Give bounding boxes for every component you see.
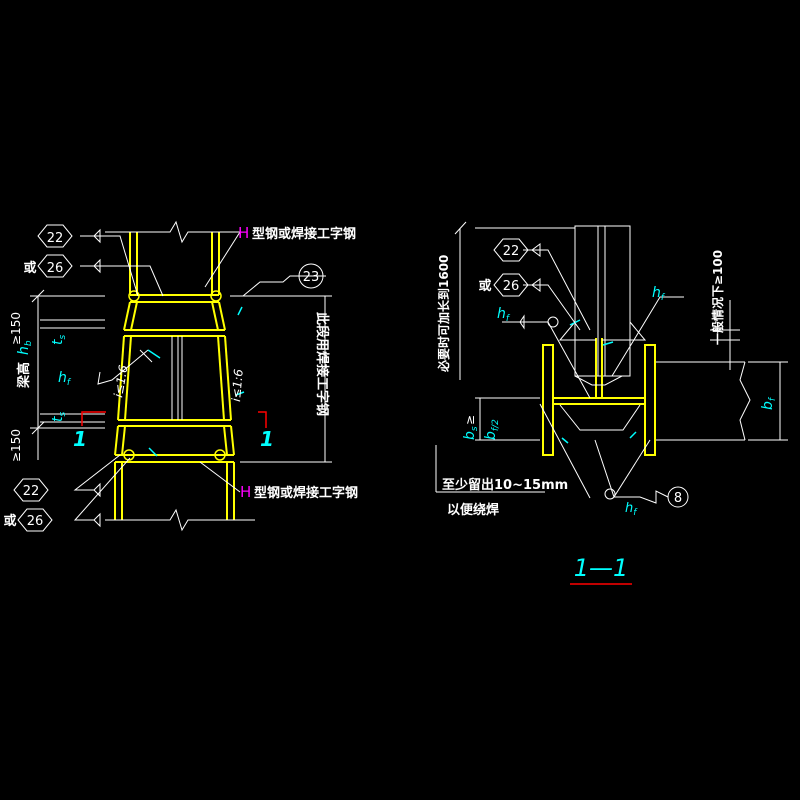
left-top-flange: [130, 294, 219, 303]
hf-bottom-letter: h: [625, 501, 633, 516]
bf2-sub: f/2: [491, 419, 501, 431]
section-mark-left-label: 1: [73, 427, 87, 451]
hf-left-letter: h: [58, 370, 67, 386]
hf-left-label: hf: [58, 370, 72, 388]
bf-label: bf: [760, 396, 778, 410]
or-label-top: 或: [23, 260, 36, 276]
callout-hex-26-right: [493, 273, 529, 297]
ts-bottom-label: ts: [50, 412, 68, 423]
callout-hex-22-bottom: [13, 478, 49, 502]
hf-bottom-label: hf: [625, 501, 638, 518]
steel-label-top: 型钢或焊接工字钢: [252, 226, 356, 242]
left-section-marks: [81, 411, 267, 428]
hf-right-sub: f: [661, 293, 666, 303]
bs-letter: b: [462, 431, 478, 440]
callout-22-right-text: 22: [503, 244, 520, 259]
callout-8-text: 8: [674, 491, 682, 506]
left-web-stiffener: [171, 336, 183, 420]
hf-left-right-label: hf: [497, 306, 511, 324]
callout-22-bottom-text: 22: [23, 484, 40, 499]
callout-23-text: 23: [303, 270, 320, 285]
or-label-right: 或: [478, 278, 491, 294]
vertical-note-welded-section: 此段用焊接工字钢: [314, 312, 330, 416]
bs-ge-label: ≥: [463, 415, 477, 425]
callout-circle-23: [298, 263, 324, 289]
right-leader-lines: [435, 221, 788, 504]
slope-right-label: i≤1:6: [229, 368, 246, 402]
bf-letter: b: [760, 401, 776, 410]
right-callout-shapes: [493, 238, 689, 508]
left-slope-arrows: [147, 306, 245, 457]
ts-bottom-sub: s: [58, 412, 68, 417]
callout-26-right-text: 26: [503, 279, 520, 294]
bf2-label: bf/2: [483, 419, 501, 440]
bf2-letter: b: [483, 431, 499, 440]
slope-left-label: i≤1:6: [111, 364, 131, 399]
left-weld-marks: [123, 290, 226, 461]
section-title: 1—1: [574, 554, 629, 582]
callout-26-bottom-text: 26: [27, 514, 44, 529]
callout-hex-22-top: [37, 224, 73, 248]
callout-hex-26-top: [37, 254, 73, 278]
callout-hex-26-bottom: [17, 508, 53, 532]
right-section-detail: 必要时可加长到1600 22 26 或 hf hf 一般情况下≥100 bf ≥…: [435, 221, 788, 585]
bs-label: bs: [462, 426, 480, 440]
hf-right-label: hf: [652, 285, 666, 303]
ts-top-label: ts: [50, 335, 68, 346]
hf-left-right-sub: f: [506, 314, 511, 324]
bf-sub: f: [768, 396, 778, 401]
left-column-top: [129, 232, 220, 295]
left-leader-lines: [73, 228, 326, 528]
h-letter-bottom: H: [240, 483, 251, 501]
h-letter-top: H: [238, 224, 249, 242]
callout-hex-22-right: [493, 238, 529, 262]
left-tapered-haunch: [114, 301, 235, 520]
steel-label-bottom: 型钢或焊接工字钢: [254, 485, 358, 501]
ts-top-letter: t: [50, 339, 66, 345]
vertical-note-extend: 必要时可加长到1600: [436, 255, 451, 373]
hb-sub: b: [24, 340, 34, 346]
callout-26-top-text: 26: [47, 261, 64, 276]
hf-bottom-sub: f: [633, 508, 638, 518]
callout-circle-8: [667, 486, 689, 508]
left-break-line-bottom: [105, 508, 255, 532]
section-mark-right-label: 1: [260, 427, 274, 451]
hf-left-sub: f: [67, 378, 72, 388]
hf-right-letter: h: [652, 285, 661, 301]
ts-top-sub: s: [58, 335, 68, 340]
hf-left-right-letter: h: [497, 306, 506, 322]
note-line-1: 至少留出10~15mm: [442, 477, 568, 493]
right-steel-plates: [542, 338, 656, 456]
or-label-bottom: 或: [3, 513, 16, 529]
ts-bottom-letter: t: [50, 416, 66, 422]
callout-22-top-text: 22: [47, 231, 64, 246]
note-line-2: 以便绕焊: [447, 502, 499, 518]
hb-label: hb: [16, 340, 34, 355]
dim-150-top: ≥150: [9, 312, 23, 345]
dim-150-bottom: ≥150: [9, 429, 23, 462]
left-dimension-lines: [30, 289, 332, 463]
vertical-note-general: 一般情况下≥100: [710, 250, 725, 345]
left-elevation-detail: 22 26 或 H 型钢或焊接工字钢 23 ≥150 ts 梁高 hb hf t…: [3, 220, 358, 532]
beam-height-label: 梁高: [16, 362, 32, 389]
left-callout-hexagons: [13, 224, 324, 532]
bs-sub: s: [470, 426, 480, 431]
left-break-line-top: [105, 220, 240, 244]
hb-letter: h: [16, 346, 32, 355]
